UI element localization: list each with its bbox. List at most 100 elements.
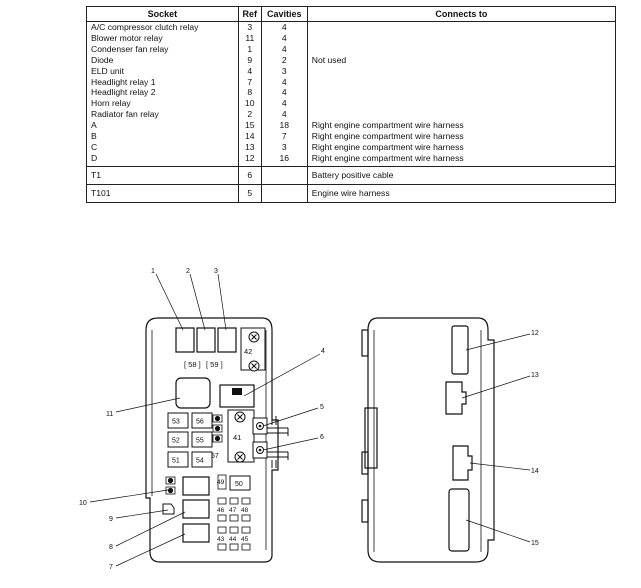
diode-9 [162,503,175,515]
ref-cell: 5 [237,184,262,203]
left-fuse-box [145,317,279,563]
callout-4: 4 [321,348,325,355]
ref-cell: 1 [237,43,262,55]
connects-cell: Right engine compartment wire harness [306,141,617,153]
connects-cell: Right engine compartment wire harness [306,120,617,132]
fuse-53 [167,412,189,429]
ref-cell: 15 [237,120,262,132]
relay-8 [182,499,210,519]
ref-cell: 4 [237,65,262,77]
ref-cell: 14 [237,131,262,142]
callout-6: 6 [320,434,324,441]
fuse-44-label: 44 [229,536,237,543]
callout-9: 9 [109,516,113,523]
right-fuse-box [361,317,495,563]
connector-c [445,381,467,415]
connects-cell [306,76,617,88]
ref-cell: 11 [237,32,262,44]
fuse-42-label: 42 [244,347,252,356]
connects-cell: Right engine compartment wire harness [306,152,617,167]
fuse-45-label: 45 [241,536,249,543]
ref-cell: 7 [237,76,262,88]
fuse-46-label: 46 [217,507,225,514]
fuse-52-label: 52 [172,438,180,445]
connects-cell [306,43,617,55]
header-cavities: Cavities [260,6,308,22]
fuse-53-label: 53 [172,419,180,426]
ref-cell: 2 [237,109,262,121]
fuse-55 [191,431,213,448]
ref-cell: 6 [237,166,262,185]
callout-7: 7 [109,564,113,571]
fuse-54 [191,451,213,468]
fuse-43-label: 43 [217,536,225,543]
ref-cell: 12 [237,152,262,167]
callout-15: 15 [531,540,539,547]
relay-11 [175,377,211,409]
connector-a [448,488,470,552]
fuse-50-label: 50 [235,481,243,488]
fuse-49 [217,474,227,490]
connects-cell: Battery positive cable [306,166,617,185]
ref-cell: 10 [237,98,262,110]
fuse-52 [167,431,189,448]
ref-cell: 8 [237,87,262,99]
fuse-59-label: [ 59 ] [206,360,223,369]
fuse-51 [167,451,189,468]
connects-cell: Engine wire harness [306,184,617,203]
header-connects-to: Connects to [306,6,617,22]
connector-b [452,445,473,481]
connects-cell [306,87,617,99]
fuse-57-label: 57 [211,453,219,460]
connects-cell: Right engine compartment wire harness [306,131,617,142]
callout-12: 12 [531,330,539,337]
header-ref: Ref [237,6,262,22]
fuse-48-label: 48 [241,507,249,514]
table-header-row: Socket Ref Cavities Connects to [86,6,617,22]
callout-1: 1 [151,268,155,275]
fuse-41-label: 41 [233,433,241,442]
callout-14: 14 [531,468,539,475]
callout-10: 10 [79,500,87,507]
fuse-49-label: 49 [217,479,225,486]
ref-cell: 3 [237,21,262,33]
connects-cell: Not used [306,54,617,66]
connects-cell [306,109,617,121]
connects-cell [306,65,617,77]
relay-7 [182,523,210,543]
callout-5: 5 [320,404,324,411]
eld-unit-4 [219,384,255,408]
connects-cell [306,21,617,33]
fuse-56 [191,412,213,429]
callout-3: 3 [214,268,218,275]
relay-2 [196,327,216,353]
connects-cell [306,98,617,110]
ref-cell: 13 [237,141,262,153]
callout-8: 8 [109,544,113,551]
leader-lines [89,273,531,567]
relay-1 [175,327,195,353]
ref-cell: 9 [237,54,262,66]
fuse-54-label: 54 [196,458,204,465]
fuse-50 [229,475,251,491]
header-socket: Socket [86,6,239,22]
connects-cell [306,32,617,44]
relay-10 [182,476,210,496]
callout-11: 11 [106,411,113,418]
fuse-55-label: 55 [196,438,204,445]
socket-table: Socket Ref Cavities Connects to A/C comp… [86,6,617,203]
